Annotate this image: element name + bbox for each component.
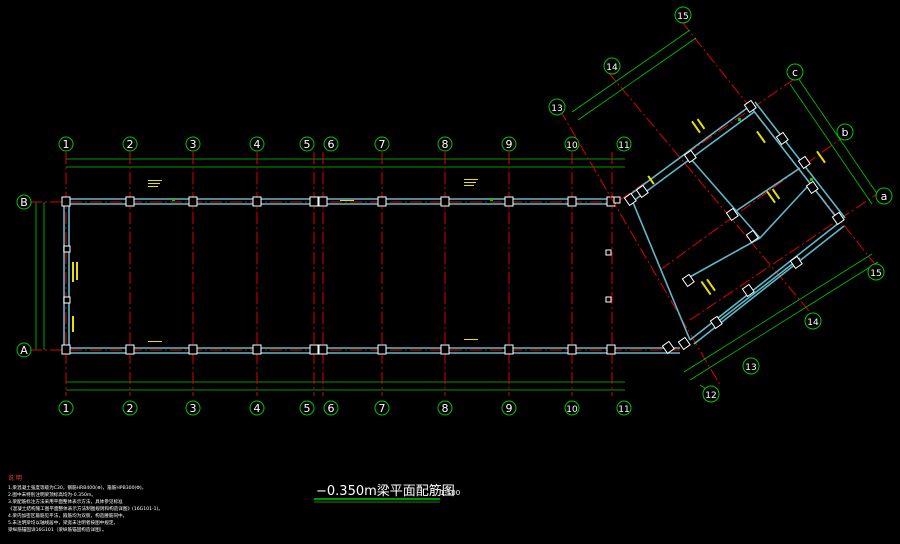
axis-label-12: 12 <box>705 391 716 401</box>
axis-label-14-upper: 14 <box>606 63 618 73</box>
axis-label-2-top: 2 <box>127 138 134 151</box>
axis-label-3-bottom: 3 <box>190 402 197 415</box>
top-axis-labels: 1 2 3 4 5 6 7 8 9 10 11 <box>63 138 630 151</box>
axis-label-B: B <box>20 196 28 209</box>
left-axis-labels: B A <box>20 196 28 357</box>
notes-block: 说 明 1.梁混凝土强度等级为C30，钢筋HRB400(⊕)，箍筋HPB300(… <box>8 474 163 533</box>
green-markers-main <box>172 198 493 201</box>
axis-label-10-bottom: 10 <box>566 405 578 415</box>
axis-label-5-bottom: 5 <box>304 402 311 415</box>
drawing-scale: 1:100 <box>440 489 460 497</box>
axis-label-6-top: 6 <box>328 138 335 151</box>
axis-label-3-top: 3 <box>190 138 197 151</box>
bottom-axis-labels: 1 2 3 4 5 6 7 8 9 10 11 <box>63 402 630 415</box>
note-line-7: 梁纵筋锚固详16G101（梁纵筋锚固构造详图）。 <box>8 526 107 533</box>
top-dimension-lines <box>35 158 625 391</box>
main-columns <box>61 196 616 355</box>
axis-label-7-top: 7 <box>379 138 386 151</box>
axis-label-15-upper: 15 <box>677 12 688 22</box>
main-wing: 1 2 3 4 5 6 7 8 9 10 11 1 <box>16 136 680 416</box>
top-axis-bubbles <box>58 136 632 152</box>
angled-wing: 12 13 14 15 a b c 13 14 15 <box>548 6 893 403</box>
notes-title: 说 明 <box>8 474 22 482</box>
axis-label-15: 15 <box>870 269 881 279</box>
axis-label-8-bottom: 8 <box>442 402 449 415</box>
axis-label-b: b <box>842 126 849 139</box>
axis-label-4-top: 4 <box>254 138 261 151</box>
axis-label-11-bottom: 11 <box>618 405 629 415</box>
note-line-1: 1.梁混凝土强度等级为C30，钢筋HRB400(⊕)，箍筋HPB300(Φ)。 <box>8 484 146 491</box>
axis-label-7-bottom: 7 <box>379 402 386 415</box>
rebar-tags-main <box>72 179 478 342</box>
green-markers-wing <box>738 118 813 181</box>
axis-label-5-top: 5 <box>304 138 311 151</box>
axis-label-c: c <box>792 66 798 79</box>
bottom-axis-bubbles <box>58 400 632 416</box>
note-line-5: 4.梁内加密区箍筋见平法，箍筋均为双肢，构造腰筋同中。 <box>8 512 127 519</box>
axis-label-1-bottom: 1 <box>63 402 70 415</box>
wing-columns <box>613 99 845 355</box>
axis-label-A: A <box>20 344 28 357</box>
wing-beams <box>627 101 846 345</box>
left-axis-bubbles <box>16 194 32 358</box>
axis-label-14: 14 <box>807 318 819 328</box>
axis-label-10-top: 10 <box>566 141 578 151</box>
note-line-2: 2.图中未特别注明梁顶标高均为-0.350m。 <box>8 491 96 498</box>
axis-label-13: 13 <box>745 363 756 373</box>
axis-label-2-bottom: 2 <box>127 402 134 415</box>
axis-label-9-top: 9 <box>506 138 513 151</box>
drawing-title: −0.350m梁平面配筋图 <box>316 483 455 499</box>
axis-label-8-top: 8 <box>442 138 449 151</box>
axis-label-9-bottom: 9 <box>506 402 513 415</box>
title-block: −0.350m梁平面配筋图 1:100 <box>314 483 460 503</box>
main-beams <box>63 198 680 354</box>
axis-label-13-upper: 13 <box>551 104 562 114</box>
main-axis-horizontal <box>30 201 680 351</box>
note-line-6: 5.未注明梁均以轴线居中，梁宽未注明者按图中规定。 <box>8 519 118 526</box>
rebar-tags-wing <box>647 118 826 296</box>
note-line-3: 3.梁配筋标注方法采用平面整体表示方法，具体参见标准 <box>8 498 123 505</box>
axis-label-6-bottom: 6 <box>328 402 335 415</box>
axis-label-4-bottom: 4 <box>254 402 261 415</box>
axis-label-a: a <box>881 190 888 203</box>
wing-axis-labels: 12 13 14 15 a b c 13 14 15 <box>551 12 887 401</box>
main-axis-lines <box>65 152 613 396</box>
wing-axis-bubbles <box>548 6 893 403</box>
note-line-4: 《混凝土结构施工图平面整体表示方法制图规则和构造详图》(16G101-1)。 <box>8 505 163 512</box>
axis-label-11-top: 11 <box>618 141 629 151</box>
axis-label-1-top: 1 <box>63 138 70 151</box>
